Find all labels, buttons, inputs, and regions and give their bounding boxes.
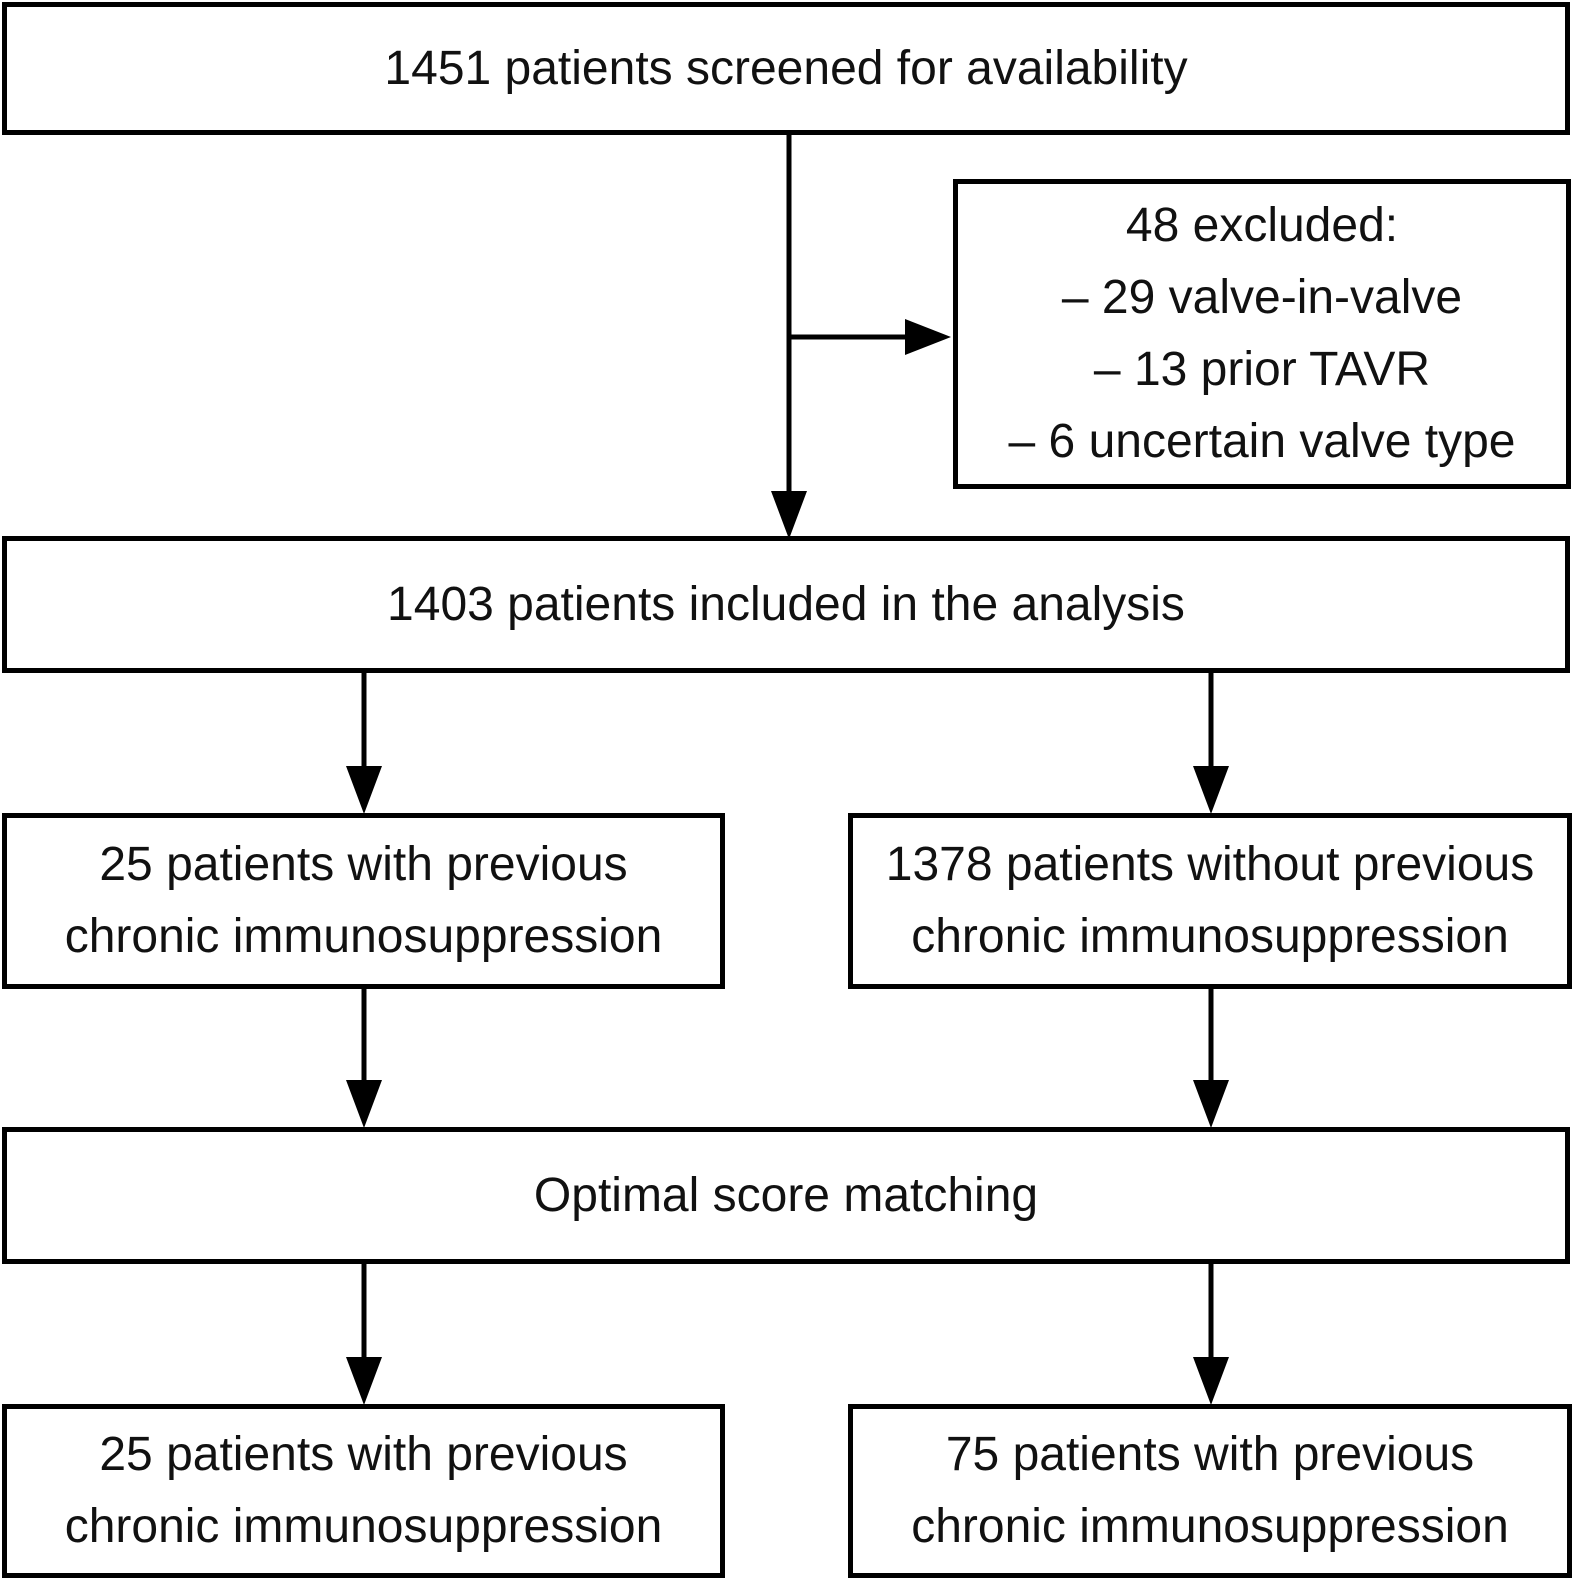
box-matched-with-line1: 25 patients with previous	[99, 1428, 628, 1481]
box-included-text: 1403 patients included in the analysis	[387, 577, 1185, 631]
arrow-down-icon	[771, 491, 807, 539]
box-group-without-line1: 1378 patients without previous	[885, 838, 1535, 891]
box-group-without-immunosuppression: 1378 patients without previous chronic i…	[848, 813, 1572, 989]
connector-group-with-to-matching	[346, 989, 382, 1128]
box-group-without-line2: chronic immunosuppression	[911, 910, 1509, 963]
box-matching-text: Optimal score matching	[533, 1168, 1039, 1222]
box-matched-without-line2: chronic immunosuppression	[911, 1500, 1509, 1553]
box-screened: 1451 patients screened for availability	[2, 2, 1570, 135]
box-excluded: 48 excluded: – 29 valve-in-valve – 13 pr…	[953, 179, 1571, 489]
arrow-down-icon	[1193, 766, 1229, 814]
arrow-right-icon	[905, 319, 951, 355]
arrow-down-icon	[346, 766, 382, 814]
arrow-down-icon	[1193, 1357, 1229, 1405]
box-included: 1403 patients included in the analysis	[2, 536, 1570, 673]
box-group-with-immunosuppression: 25 patients with previous chronic immuno…	[2, 813, 725, 989]
box-matched-with-line2: chronic immunosuppression	[64, 1500, 663, 1553]
arrow-down-icon	[1193, 1080, 1229, 1128]
arrow-down-icon	[346, 1357, 382, 1405]
box-optimal-score-matching: Optimal score matching	[2, 1127, 1570, 1264]
box-excluded-item: – 6 uncertain valve type	[1008, 415, 1516, 468]
connector-group-without-to-matching	[1193, 989, 1229, 1128]
connector-included-to-group-with	[346, 673, 382, 814]
box-matched-without-line1: 75 patients with previous	[945, 1428, 1475, 1481]
box-group-with-line2: chronic immunosuppression	[64, 910, 663, 963]
box-excluded-item: – 29 valve-in-valve	[1061, 271, 1463, 324]
connector-matching-to-matched-without	[1193, 1264, 1229, 1405]
box-screened-text: 1451 patients screened for availability	[384, 41, 1188, 95]
box-excluded-title: 48 excluded:	[1125, 199, 1399, 252]
connector-matching-to-matched-with	[346, 1264, 382, 1405]
connector-trunk-to-excluded	[789, 319, 951, 355]
box-excluded-item: – 13 prior TAVR	[1093, 343, 1431, 396]
connector-screened-to-included	[771, 135, 807, 539]
connector-included-to-group-without	[1193, 673, 1229, 814]
box-group-with-line1: 25 patients with previous	[99, 838, 628, 891]
box-matched-without-immunosuppression: 75 patients with previous chronic immuno…	[848, 1404, 1572, 1578]
box-matched-with-immunosuppression: 25 patients with previous chronic immuno…	[2, 1404, 725, 1578]
arrow-down-icon	[346, 1080, 382, 1128]
